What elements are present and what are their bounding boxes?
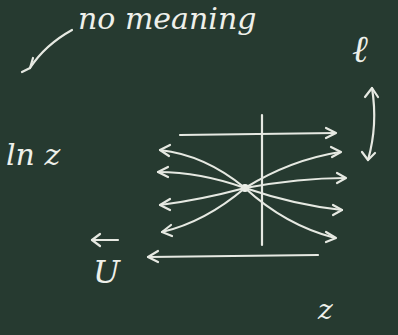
arrow-head (162, 225, 172, 236)
stream-line (180, 133, 335, 135)
arrow-head (160, 145, 170, 156)
arrow-head (158, 167, 168, 177)
arrow-head (326, 128, 336, 138)
width-bracket (368, 88, 374, 160)
arrow-head (22, 58, 33, 72)
pointer-arrow (30, 30, 72, 68)
velocity-arrow (92, 239, 118, 241)
width-symbol: ℓ (352, 30, 368, 68)
arrow-head (148, 251, 158, 262)
note-text: no meaning (78, 4, 256, 34)
stream-line (148, 255, 318, 257)
potential-label: ln z (6, 140, 60, 170)
variable-label: z (318, 296, 333, 324)
arrow-head (365, 88, 378, 97)
arrow-head (160, 199, 170, 210)
stream-line (158, 172, 245, 188)
arrow-head (362, 152, 375, 160)
stream-line (160, 188, 245, 205)
arrow-head (337, 173, 346, 183)
arrow-head (326, 232, 336, 242)
stream-line (245, 178, 345, 188)
arrow-head (331, 147, 341, 157)
stream-line (160, 150, 245, 188)
stream-line (245, 152, 340, 188)
stream-line (245, 188, 335, 238)
arrow-head (92, 234, 100, 246)
stream-line (162, 188, 245, 232)
arrow-head (333, 205, 342, 215)
stream-line (245, 188, 342, 210)
velocity-label: U (93, 256, 120, 288)
